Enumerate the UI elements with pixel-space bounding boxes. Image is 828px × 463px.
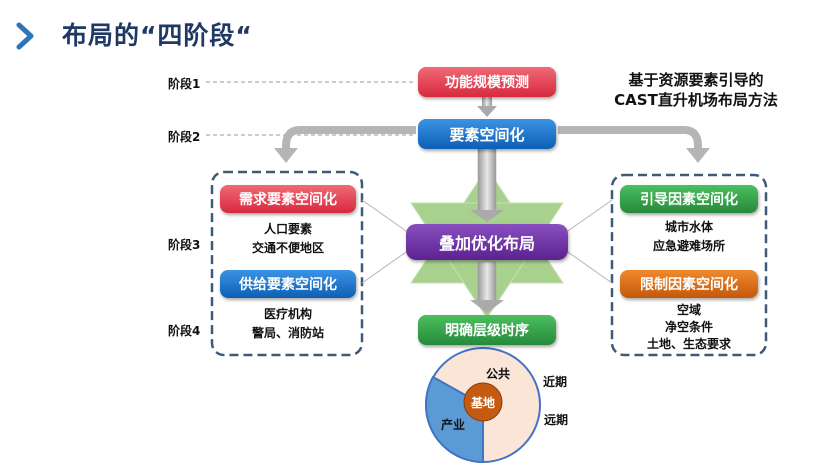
pie-industry-label: 产业 (441, 417, 465, 432)
down-arrow-1 (477, 96, 497, 117)
connector-lines (361, 199, 613, 284)
pie-chart: 基地 公共 产业 近期 远期 (424, 347, 568, 463)
guide-items: 城市水体 应急避难场所 (620, 218, 758, 256)
method-title: 基于资源要素引导的 CAST直升机场布局方法 (596, 70, 796, 110)
clarify-sequence-box: 明确层级时序 (418, 315, 556, 345)
stage2-label: 阶段2 (168, 130, 201, 144)
method-title-line2: CAST直升机场布局方法 (614, 91, 778, 109)
chevron-right-icon (16, 22, 34, 50)
pie-center (463, 382, 503, 422)
element-spatial-box: 要素空间化 (418, 119, 556, 149)
limit-item: 净空条件 (664, 320, 713, 334)
limit-box: 限制因素空间化 (620, 270, 758, 298)
demand-item: 人口要素 (263, 222, 312, 236)
method-title-line1: 基于资源要素引导的 (628, 71, 764, 89)
supply-item: 警局、消防站 (251, 326, 324, 340)
left-group-frame (210, 170, 364, 357)
stage4-label: 阶段4 (168, 324, 201, 338)
pie-far-label: 远期 (544, 412, 568, 427)
right-group-frame (610, 173, 768, 357)
guide-item: 应急避难场所 (652, 239, 725, 253)
supply-items: 医疗机构 警局、消防站 (220, 305, 356, 343)
supply-box: 供给要素空间化 (220, 270, 356, 298)
demand-item: 交通不便地区 (251, 241, 324, 255)
demand-box: 需求要素空间化 (220, 185, 356, 213)
pie-center-label: 基地 (470, 395, 495, 410)
pie-near-label: 近期 (543, 374, 567, 389)
pie-public-label: 公共 (486, 366, 510, 381)
limit-item: 土地、生态要求 (646, 337, 731, 351)
down-arrow-3 (470, 261, 504, 313)
left-curved-arrow (274, 126, 416, 163)
right-curved-arrow (558, 126, 710, 163)
limit-items: 空域 净空条件 土地、生态要求 (620, 302, 758, 353)
page-title: 布局的“四阶段“ (62, 21, 253, 50)
guide-box: 引导因素空间化 (620, 185, 758, 213)
stage1-label: 阶段1 (168, 77, 201, 91)
limit-item: 空域 (676, 303, 701, 317)
demand-items: 人口要素 交通不便地区 (220, 220, 356, 258)
guide-item: 城市水体 (664, 220, 713, 234)
supply-item: 医疗机构 (263, 307, 312, 321)
stage3-label: 阶段3 (168, 238, 201, 252)
function-forecast-box: 功能规模预测 (418, 67, 556, 97)
overlay-optimize-box: 叠加优化布局 (406, 224, 568, 260)
down-arrow-2 (470, 148, 504, 222)
